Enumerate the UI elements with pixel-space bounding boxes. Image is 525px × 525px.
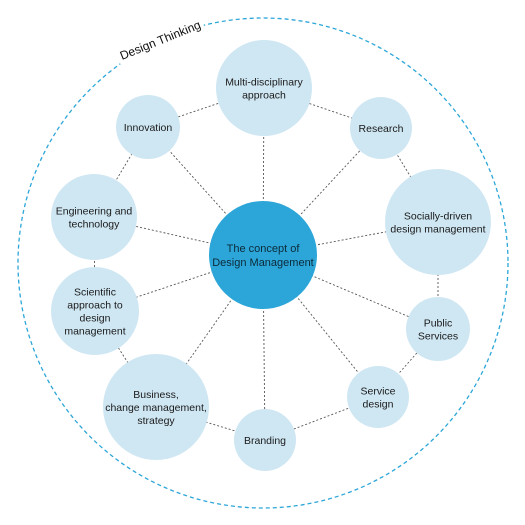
bubble-circle [103, 354, 209, 460]
bubble-innovation: Innovation [116, 95, 180, 159]
ring-connector-line [94, 310, 157, 408]
bubble-label-branding: Branding [244, 435, 286, 447]
bubble-circle [347, 366, 409, 428]
outer-ring-title: Design Thinking [118, 18, 203, 63]
bubble-research: Research [350, 97, 412, 159]
bubble-label-innovation: Innovation [124, 122, 173, 134]
bubble-circle [350, 97, 412, 159]
spoke-connector-line [155, 254, 264, 408]
bubble-circle [234, 409, 296, 471]
outer-ring-title-backdrop [114, 15, 206, 65]
ring-connector-line [155, 406, 266, 441]
bubble-circle [116, 95, 180, 159]
ring-connector-line [377, 328, 439, 398]
spoke-connector-line [262, 254, 266, 441]
bubble-circle [51, 267, 139, 355]
bubble-circle [51, 174, 137, 260]
bubble-circle [406, 297, 470, 361]
bubble-business: Business,change management,strategy [103, 354, 209, 460]
bubble-label-research: Research [359, 123, 404, 135]
outer-dashed-ring [17, 17, 509, 509]
bubble-circle [385, 169, 491, 275]
center-circle [209, 201, 317, 309]
bubble-branding: Branding [234, 409, 296, 471]
bubble-label-business: Business,change management,strategy [105, 389, 207, 427]
bubble-circle [216, 40, 312, 136]
